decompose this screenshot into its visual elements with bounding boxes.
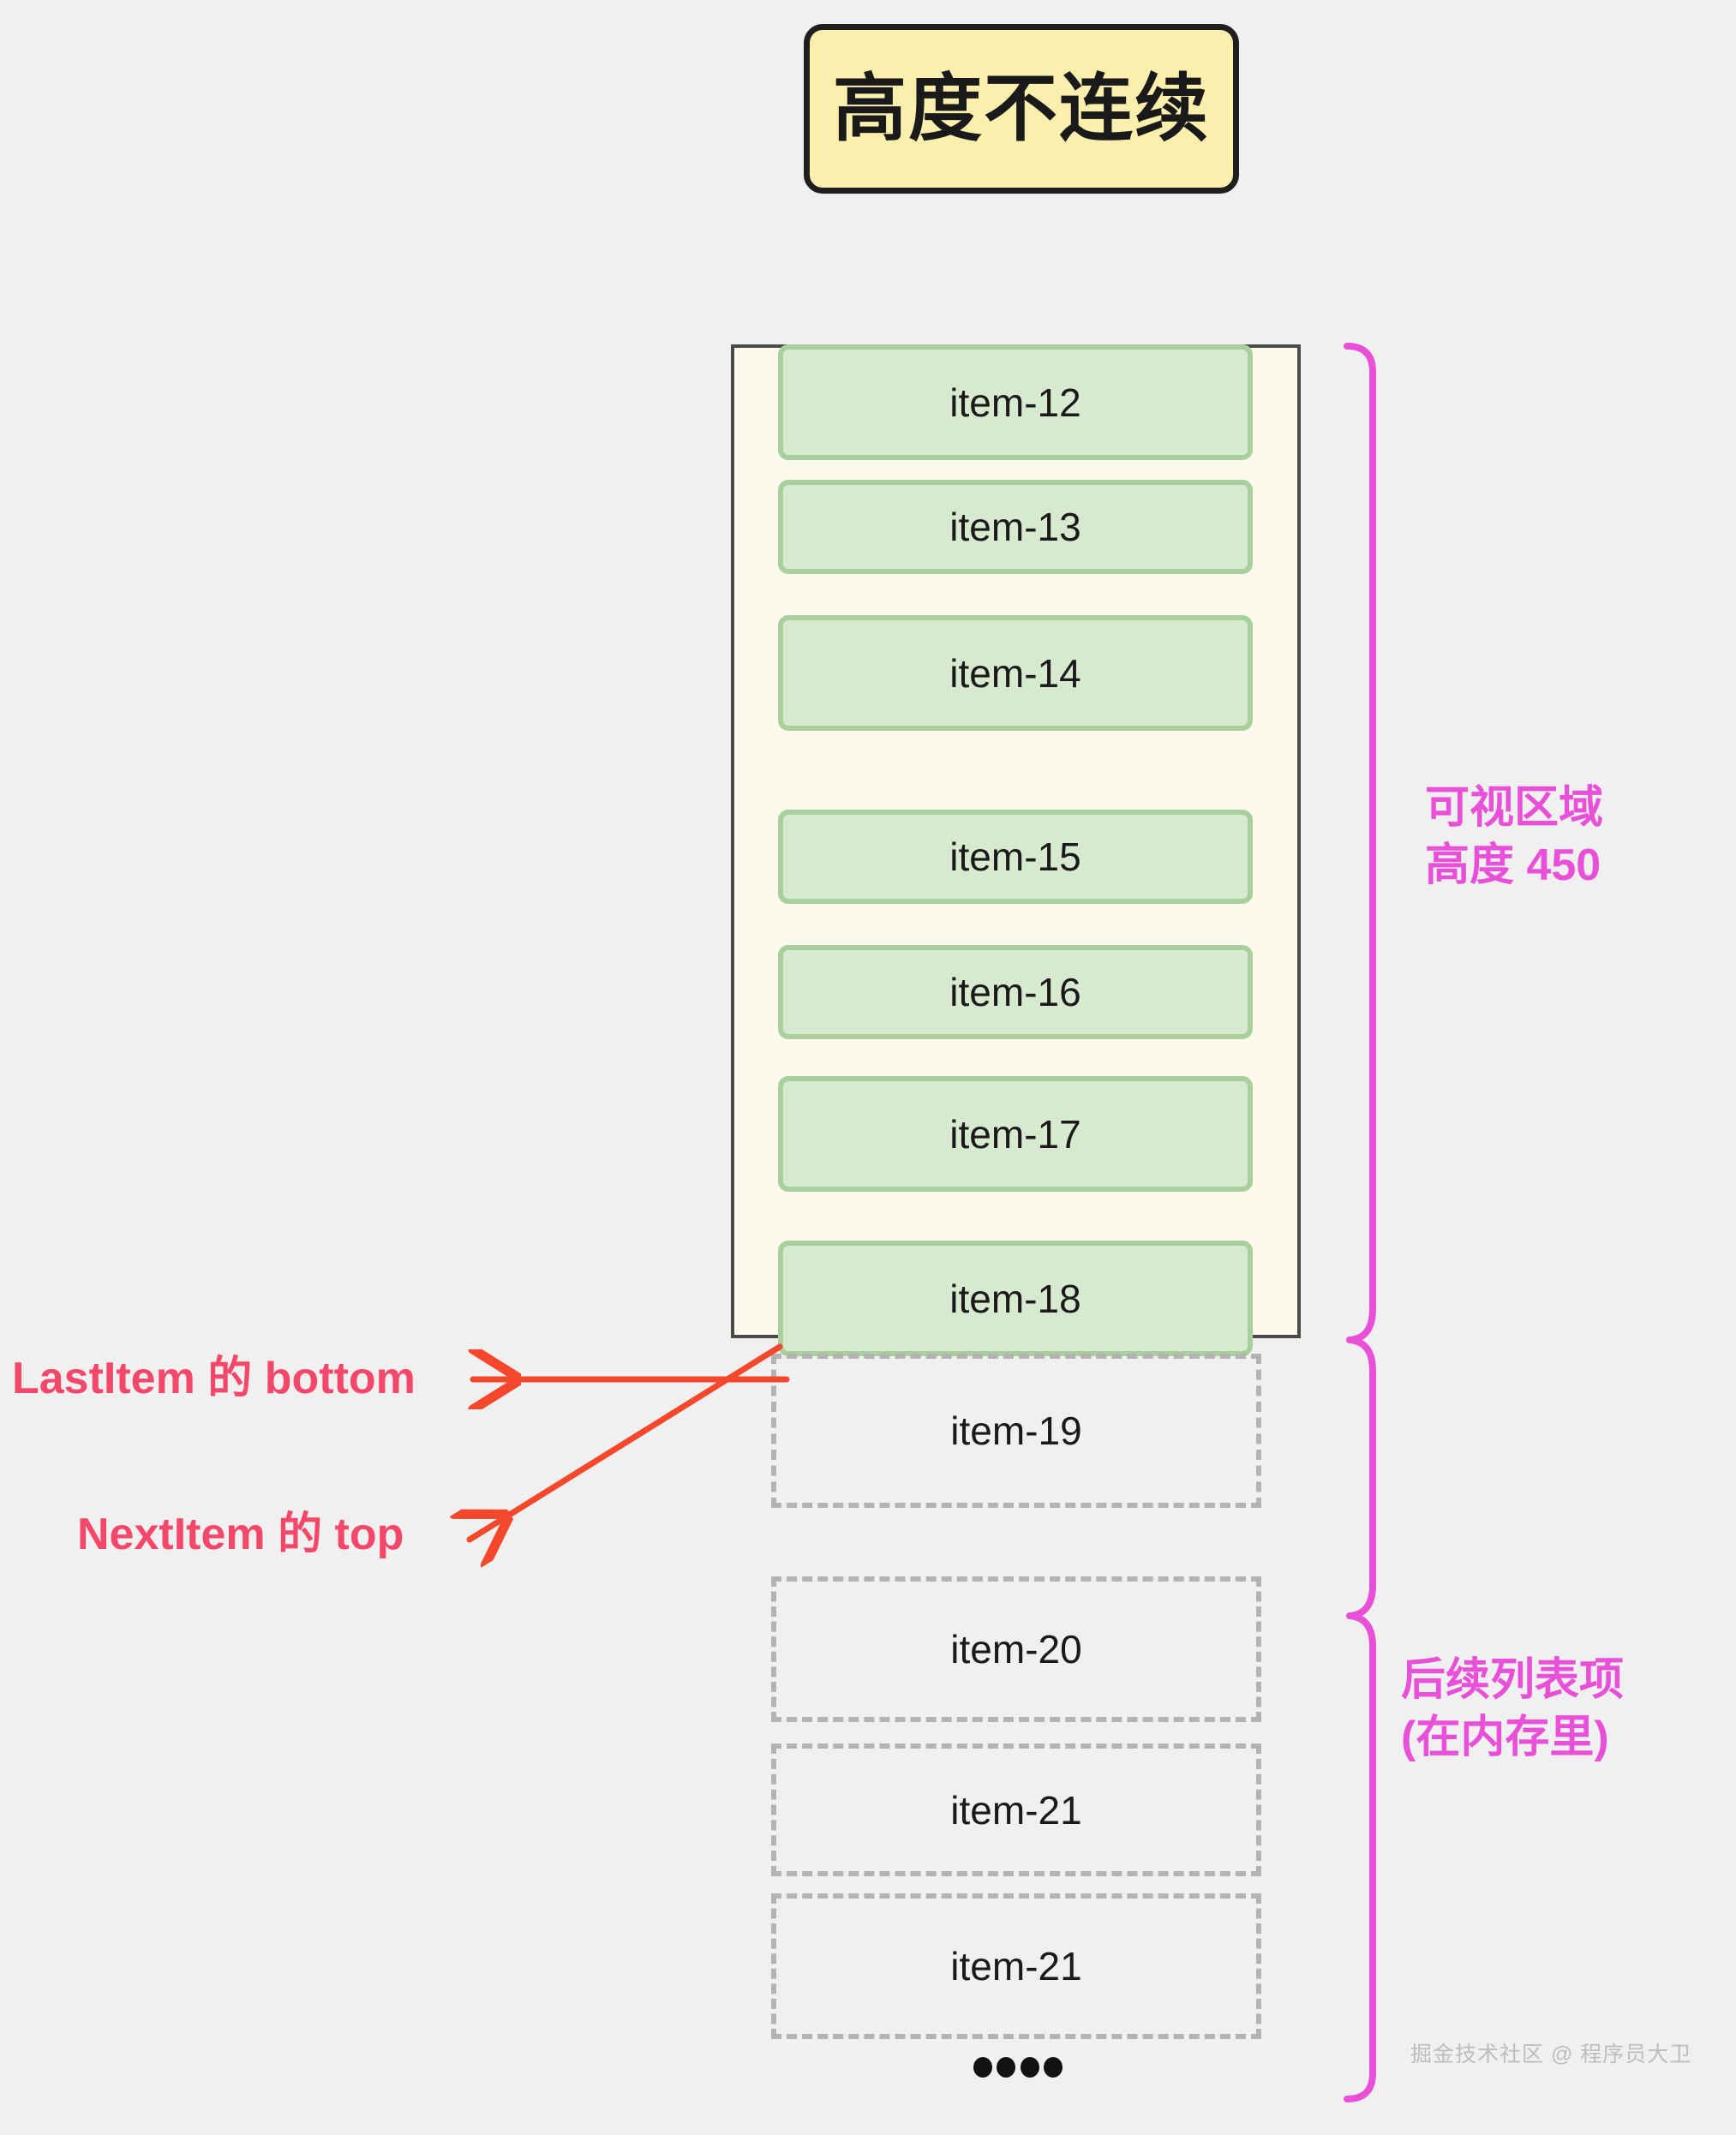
ellipsis-dot: [973, 2057, 992, 2078]
brace-pending-items: [1344, 1367, 1376, 2102]
rendered-item: item-13: [778, 480, 1253, 574]
rendered-item-label: item-13: [949, 505, 1081, 549]
pending-item: item-21: [771, 1893, 1261, 2039]
rendered-item: item-12: [778, 344, 1253, 460]
rendered-item: item-18: [778, 1241, 1253, 1356]
pending-item: item-20: [771, 1576, 1261, 1722]
rendered-item-label: item-17: [949, 1111, 1081, 1157]
label-pending-items: 后续列表项 (在内存里): [1401, 1652, 1624, 1766]
rendered-item: item-14: [778, 615, 1253, 731]
rendered-item-label: item-16: [949, 970, 1081, 1014]
ellipsis-dot: [1020, 2057, 1039, 2078]
label-viewport-height: 可视区域 高度 450: [1425, 780, 1603, 894]
pending-item-label: item-19: [950, 1408, 1082, 1453]
label-nextitem-top: NextItem 的 top: [77, 1510, 404, 1559]
title-badge: 高度不连续: [804, 24, 1239, 194]
watermark: 掘金技术社区 @ 程序员大卫: [1410, 2042, 1692, 2066]
pending-item: item-21: [771, 1743, 1261, 1876]
label-viewport-height-line1: 可视区域: [1425, 783, 1604, 833]
label-pending-items-line1: 后续列表项: [1401, 1655, 1625, 1705]
rendered-item-label: item-12: [949, 380, 1081, 425]
rendered-item: item-17: [778, 1076, 1253, 1192]
pending-item-label: item-20: [950, 1627, 1082, 1672]
pending-item-label: item-21: [950, 1787, 1082, 1833]
pending-item-label: item-21: [950, 1944, 1082, 1988]
pending-item: item-19: [771, 1354, 1261, 1508]
arrow-nextitem-top: [470, 1343, 783, 1540]
label-pending-items-line2: (在内存里): [1401, 1712, 1609, 1762]
rendered-item: item-15: [778, 810, 1253, 904]
label-viewport-height-line2: 高度 450: [1425, 840, 1601, 890]
rendered-item-label: item-15: [949, 834, 1081, 879]
ellipsis-dots: [973, 2056, 1063, 2078]
rendered-item-label: item-14: [949, 650, 1081, 696]
label-lastitem-bottom: LastItem 的 bottom: [12, 1354, 416, 1403]
ellipsis-dot: [997, 2057, 1016, 2078]
title-badge-label: 高度不连续: [833, 68, 1210, 150]
brace-viewport-height: [1344, 343, 1376, 1374]
rendered-item-label: item-18: [949, 1276, 1081, 1321]
rendered-item: item-16: [778, 945, 1253, 1039]
ellipsis-dot: [1043, 2057, 1063, 2078]
